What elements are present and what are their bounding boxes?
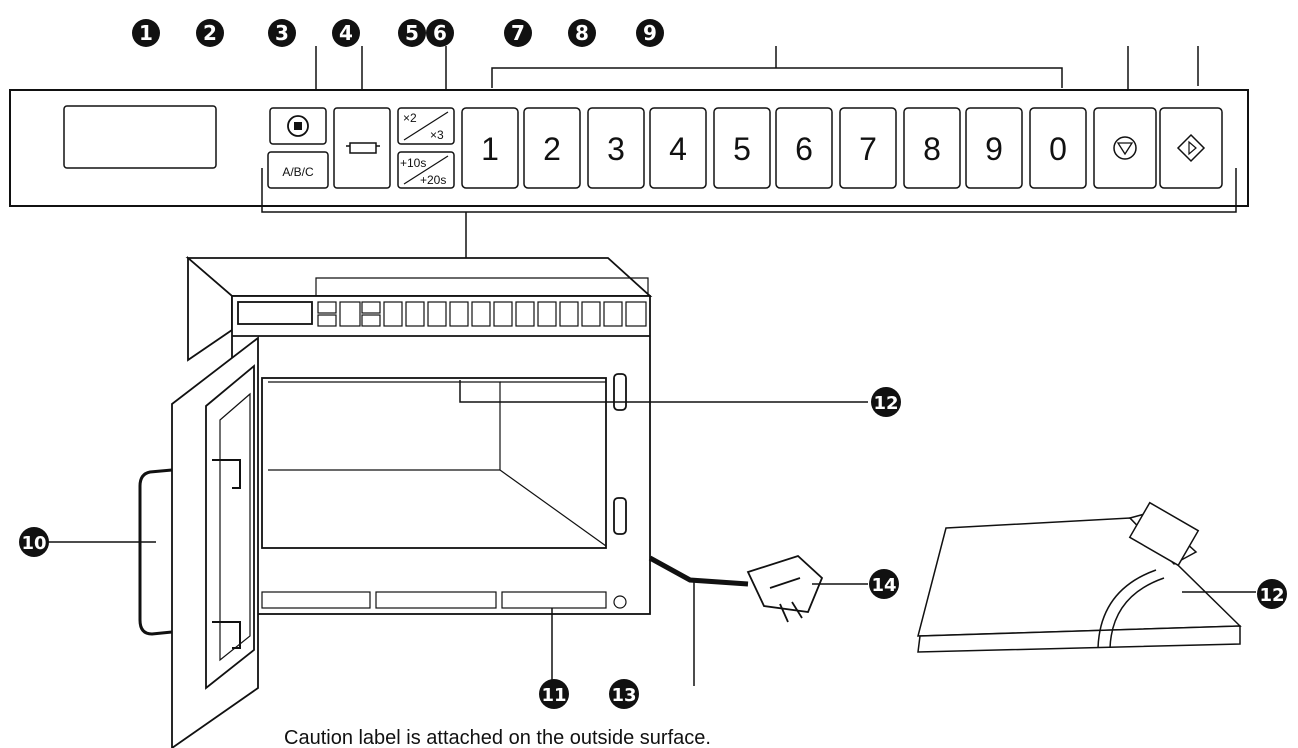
callout-7: 7 xyxy=(504,19,532,47)
svg-text:3: 3 xyxy=(607,131,625,167)
svg-text:1: 1 xyxy=(139,21,153,45)
svg-text:9: 9 xyxy=(643,21,657,45)
callout-1: 1 xyxy=(132,19,160,47)
digit-key-7[interactable]: 7 xyxy=(839,107,897,189)
stop-key[interactable] xyxy=(269,107,327,145)
tray-key[interactable] xyxy=(333,107,391,189)
svg-text:×2: ×2 xyxy=(403,111,417,125)
digit-key-6[interactable]: 6 xyxy=(775,107,833,189)
svg-text:12: 12 xyxy=(1259,585,1284,606)
display-window xyxy=(63,105,217,169)
svg-text:3: 3 xyxy=(275,21,289,45)
digit-key-8[interactable]: 8 xyxy=(903,107,961,189)
digit-key-3[interactable]: 3 xyxy=(587,107,645,189)
svg-text:10: 10 xyxy=(21,533,46,554)
microwave-oven xyxy=(185,256,653,615)
svg-text:0: 0 xyxy=(1049,131,1067,167)
svg-text:4: 4 xyxy=(339,21,353,45)
callout-9: 9 xyxy=(636,19,664,47)
digit-key-5[interactable]: 5 xyxy=(713,107,771,189)
svg-text:4: 4 xyxy=(669,131,687,167)
digit-key-9[interactable]: 9 xyxy=(965,107,1023,189)
add-time-key[interactable]: +10s +20s xyxy=(397,151,455,189)
callout-12-tray: 12 xyxy=(1257,579,1287,609)
svg-text:×3: ×3 xyxy=(430,128,444,142)
svg-text:14: 14 xyxy=(871,575,896,596)
svg-text:7: 7 xyxy=(511,21,525,45)
svg-text:7: 7 xyxy=(859,131,877,167)
caution-caption: Caution label is attached on the outside… xyxy=(284,727,711,748)
callout-12: 12 xyxy=(871,387,901,417)
digit-key-2[interactable]: 2 xyxy=(523,107,581,189)
callout-5: 5 xyxy=(398,19,426,47)
uk-plug-icon xyxy=(746,554,824,623)
svg-text:11: 11 xyxy=(541,685,566,706)
stop-cancel-key[interactable] xyxy=(1093,107,1157,189)
svg-text:2: 2 xyxy=(203,21,217,45)
digit-key-0[interactable]: 0 xyxy=(1029,107,1087,189)
abc-key[interactable]: A/B/C xyxy=(267,151,329,189)
svg-text:5: 5 xyxy=(733,131,751,167)
multiplier-key[interactable]: ×2 ×3 xyxy=(397,107,455,145)
power-cord xyxy=(648,555,749,686)
ceramic-tray xyxy=(917,501,1256,653)
svg-text:+20s: +20s xyxy=(420,173,446,187)
callout-4: 4 xyxy=(332,19,360,47)
start-key[interactable] xyxy=(1159,107,1223,189)
svg-text:2: 2 xyxy=(543,131,561,167)
oven-panel-bracket xyxy=(315,277,649,296)
callout-14: 14 xyxy=(869,569,899,599)
svg-text:6: 6 xyxy=(433,21,447,45)
digit-key-1[interactable]: 1 xyxy=(461,107,519,189)
digit-key-4[interactable]: 4 xyxy=(649,107,707,189)
diamond-start-icon xyxy=(1176,133,1206,163)
tray-icon xyxy=(346,142,380,154)
svg-text:12: 12 xyxy=(873,393,898,414)
callout-10: 10 xyxy=(19,527,49,557)
svg-text:5: 5 xyxy=(405,21,419,45)
circle-square-stop-icon xyxy=(287,115,309,137)
callout-13: 13 xyxy=(609,679,639,709)
svg-text:8: 8 xyxy=(923,131,941,167)
svg-text:8: 8 xyxy=(575,21,589,45)
svg-text:A/B/C: A/B/C xyxy=(282,165,314,179)
svg-text:+10s: +10s xyxy=(400,156,426,170)
callout-8: 8 xyxy=(568,19,596,47)
callout-11: 11 xyxy=(539,679,569,709)
callout-2: 2 xyxy=(196,19,224,47)
svg-text:13: 13 xyxy=(611,685,636,706)
callout-6: 6 xyxy=(426,19,454,47)
lower-leader-lines xyxy=(48,380,868,680)
svg-text:1: 1 xyxy=(481,131,499,167)
svg-text:9: 9 xyxy=(985,131,1003,167)
callout-3: 3 xyxy=(268,19,296,47)
svg-text:6: 6 xyxy=(795,131,813,167)
control-panel: A/B/C ×2 ×3 +10s +20s 1 2 3 xyxy=(9,89,1249,207)
triangle-stop-icon xyxy=(1113,136,1137,160)
oven-door xyxy=(138,336,259,748)
